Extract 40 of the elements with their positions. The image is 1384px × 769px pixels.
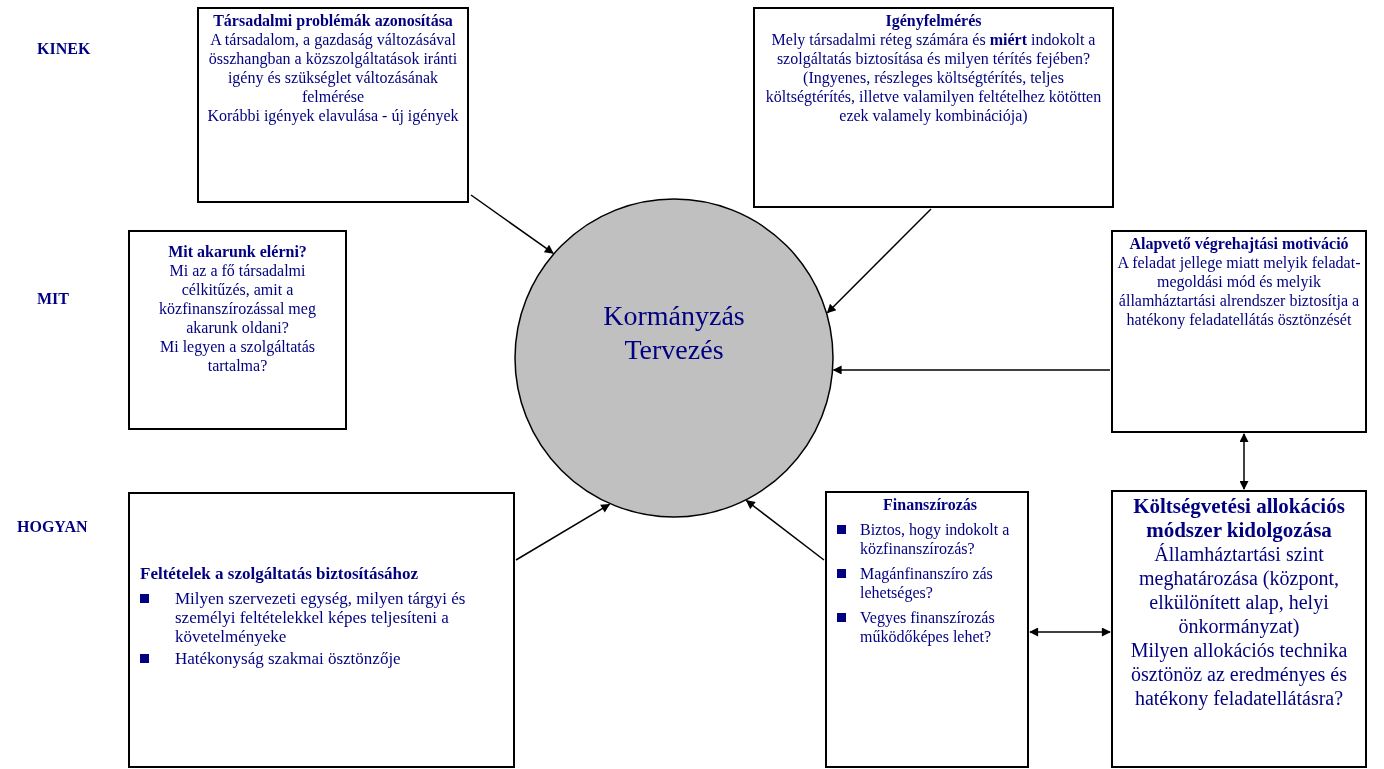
text-box: [1111, 490, 1367, 768]
box-text: Korábbi igények elavulása - új igények: [206, 106, 460, 125]
arrow: [1239, 433, 1249, 490]
box-text: (Ingyenes, részleges költségtérítés, teljes költségtérítés, illetve valamilyen feltételhez kötötten ezek valamely kombinációja): [764, 68, 1103, 125]
box-text: Mi az a fő társadalmi célkitűzés, amit a közfinanszírozással meg akarunk oldani?: [158, 261, 317, 337]
arrow: [745, 499, 825, 561]
box-heading: Igényfelmérés: [884, 11, 983, 30]
text-box: [197, 7, 469, 203]
box-heading: Feltételek a szolgáltatás biztosításához: [140, 564, 420, 583]
box-text: Államháztartási szint meghatározása (központ, elkülönített alap, helyi önkormányzat): [1138, 542, 1340, 638]
box-heading: Finanszírozás: [882, 495, 978, 514]
bullet-text: Hatékonyság szakmai ösztönzője: [174, 649, 401, 668]
text-box: [825, 491, 1029, 768]
box-text: Milyen allokációs technika ösztönöz az eredményes és hatékony feladatellátásra?: [1129, 638, 1349, 710]
row-label: HOGYAN: [17, 518, 88, 536]
box-heading: Alapvető végrehajtási motiváció: [1128, 234, 1350, 253]
box-heading: Költségvetési allokációs módszer kidolgozása: [1132, 494, 1346, 542]
bullet-text: Biztos, hogy indokolt a közfinanszírozás?: [859, 520, 1011, 558]
arrow: [1029, 627, 1111, 637]
box-text: A társadalom, a gazdaság változásával összhangban a közszolgáltatások iránti igény és szükséglet változásának felmérése: [207, 30, 459, 106]
circle-node: [514, 198, 834, 518]
bullet-text: Milyen szervezeti egység, milyen tárgyi és személyi feltételekkel képes teljesíteni a követelményeke: [174, 589, 467, 646]
box-heading: Társadalmi problémák azonosítása: [212, 11, 454, 30]
box-heading: Mit akarunk elérni?: [167, 242, 308, 261]
arrow: [832, 365, 1111, 375]
box-text: Mely társadalmi réteg számára és miért indokolt a szolgáltatás biztosítása és milyen térítés fejében?: [770, 30, 1097, 68]
text-box: [1111, 230, 1367, 433]
text-box: [753, 7, 1114, 208]
box-text: A feladat jellege miatt melyik feladat-megoldási mód és melyik államháztartási alrendszer biztosítja a hatékony feladatellátás ösztönzését: [1117, 253, 1361, 329]
row-label: KINEK: [37, 40, 91, 58]
bullet-text: Vegyes finanszírozás működőképes lehet?: [859, 608, 996, 646]
arrow: [826, 208, 932, 314]
row-label: MIT: [37, 290, 69, 308]
arrow: [470, 194, 554, 254]
node-title: Kormányzás Tervezés: [602, 299, 746, 367]
box-text: Mi legyen a szolgáltatás tartalma?: [158, 337, 317, 375]
bullet-text: Magánfinanszíro zás lehetséges?: [859, 564, 994, 602]
text-box: [128, 492, 515, 768]
text-box: [128, 230, 347, 430]
arrow: [515, 503, 611, 561]
